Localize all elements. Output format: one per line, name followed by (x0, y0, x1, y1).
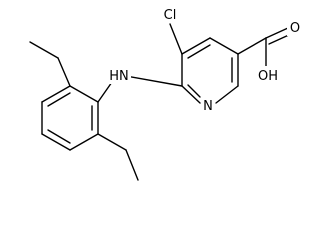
bond-ch2-ch3-upper (29, 41, 59, 59)
bond-carbonyl-1 (265, 27, 289, 39)
bond-n1-c6 (181, 85, 201, 104)
pyridine-ring (181, 37, 239, 104)
bond-c5-cl (169, 23, 183, 55)
double-bond-n1-c6 (187, 84, 201, 98)
carbonyl-oxygen-label: O (290, 21, 300, 36)
bond-c2-n1 (215, 85, 239, 104)
bond-a4-a5 (41, 133, 71, 151)
bond-a2-ch2-upper (57, 57, 71, 87)
ring-nitrogen-label: N (203, 99, 213, 114)
bond-c3-carboxyl (237, 37, 267, 55)
bond-c4-c3 (209, 37, 239, 55)
hydroxyl-label: OH (258, 69, 278, 84)
bond-a2-a3 (41, 85, 71, 103)
bond-a5-a6 (69, 133, 99, 151)
amine-label: HN (109, 69, 129, 84)
chlorine-label: Cl (164, 8, 177, 23)
bond-a6-ch2-lower (97, 133, 127, 151)
benzene-ring (41, 85, 99, 151)
bond-a1-a2 (69, 85, 99, 103)
bond-c5-c4 (181, 37, 211, 55)
bond-c6-nh (125, 75, 183, 87)
chemical-structure: Cl HN N OH O (29, 8, 301, 181)
double-bond-a2-a3 (47, 92, 71, 107)
bond-nh-aryl (97, 81, 113, 103)
upper-ethyl-group (29, 41, 71, 87)
lower-ethyl-group (97, 133, 139, 181)
structure-canvas: Cl HN N OH O (29, 8, 301, 181)
double-bond-c5-c4 (187, 44, 211, 59)
bond-ch2-ch3-lower (125, 149, 139, 181)
double-bond-a4-a5 (47, 129, 71, 144)
carboxylic-acid-group (237, 27, 292, 69)
